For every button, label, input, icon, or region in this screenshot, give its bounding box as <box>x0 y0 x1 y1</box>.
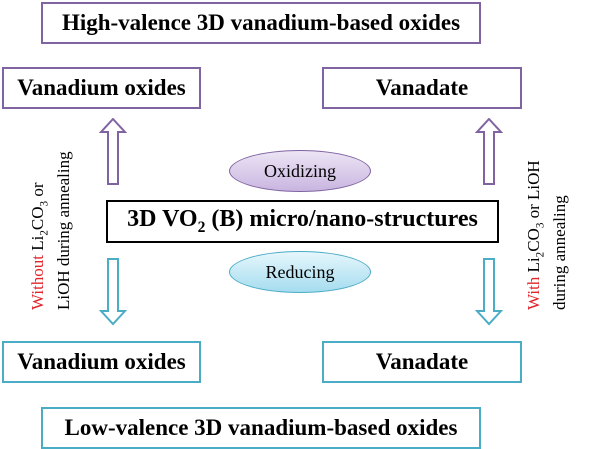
low-valence-box: Low-valence 3D vanadium-based oxides <box>41 407 481 449</box>
center-label: 3D VO2 (B) micro/nano-structures <box>127 206 478 236</box>
right-up-arrow-icon <box>475 118 503 185</box>
low-valence-label: Low-valence 3D vanadium-based oxides <box>64 415 458 440</box>
lower-right-label: Vanadate <box>375 349 469 374</box>
right-condition-note: With Li2CO3 or LiOH during annealing <box>524 160 570 310</box>
oxidizing-label: Oxidizing <box>264 160 336 181</box>
left-condition-note: Without Li2CO3 or LiOH during annealing <box>28 151 74 310</box>
left-down-arrow-icon <box>99 258 127 326</box>
reducing-label: Reducing <box>265 261 335 282</box>
upper-vanadate-box: Vanadate <box>322 67 522 109</box>
lower-vanadate-box: Vanadate <box>322 341 522 383</box>
center-vo2-box: 3D VO2 (B) micro/nano-structures <box>106 200 499 243</box>
lower-left-label: Vanadium oxides <box>17 349 186 374</box>
lower-vanadium-oxides-box: Vanadium oxides <box>2 341 201 383</box>
upper-right-label: Vanadate <box>375 75 469 100</box>
left-up-arrow-icon <box>99 118 127 185</box>
high-valence-box: High-valence 3D vanadium-based oxides <box>41 2 481 44</box>
high-valence-label: High-valence 3D vanadium-based oxides <box>61 10 461 35</box>
upper-vanadium-oxides-box: Vanadium oxides <box>2 67 201 109</box>
oxidizing-ellipse: Oxidizing <box>229 150 371 192</box>
right-down-arrow-icon <box>475 258 503 326</box>
upper-left-label: Vanadium oxides <box>17 75 186 100</box>
reducing-ellipse: Reducing <box>229 251 371 293</box>
